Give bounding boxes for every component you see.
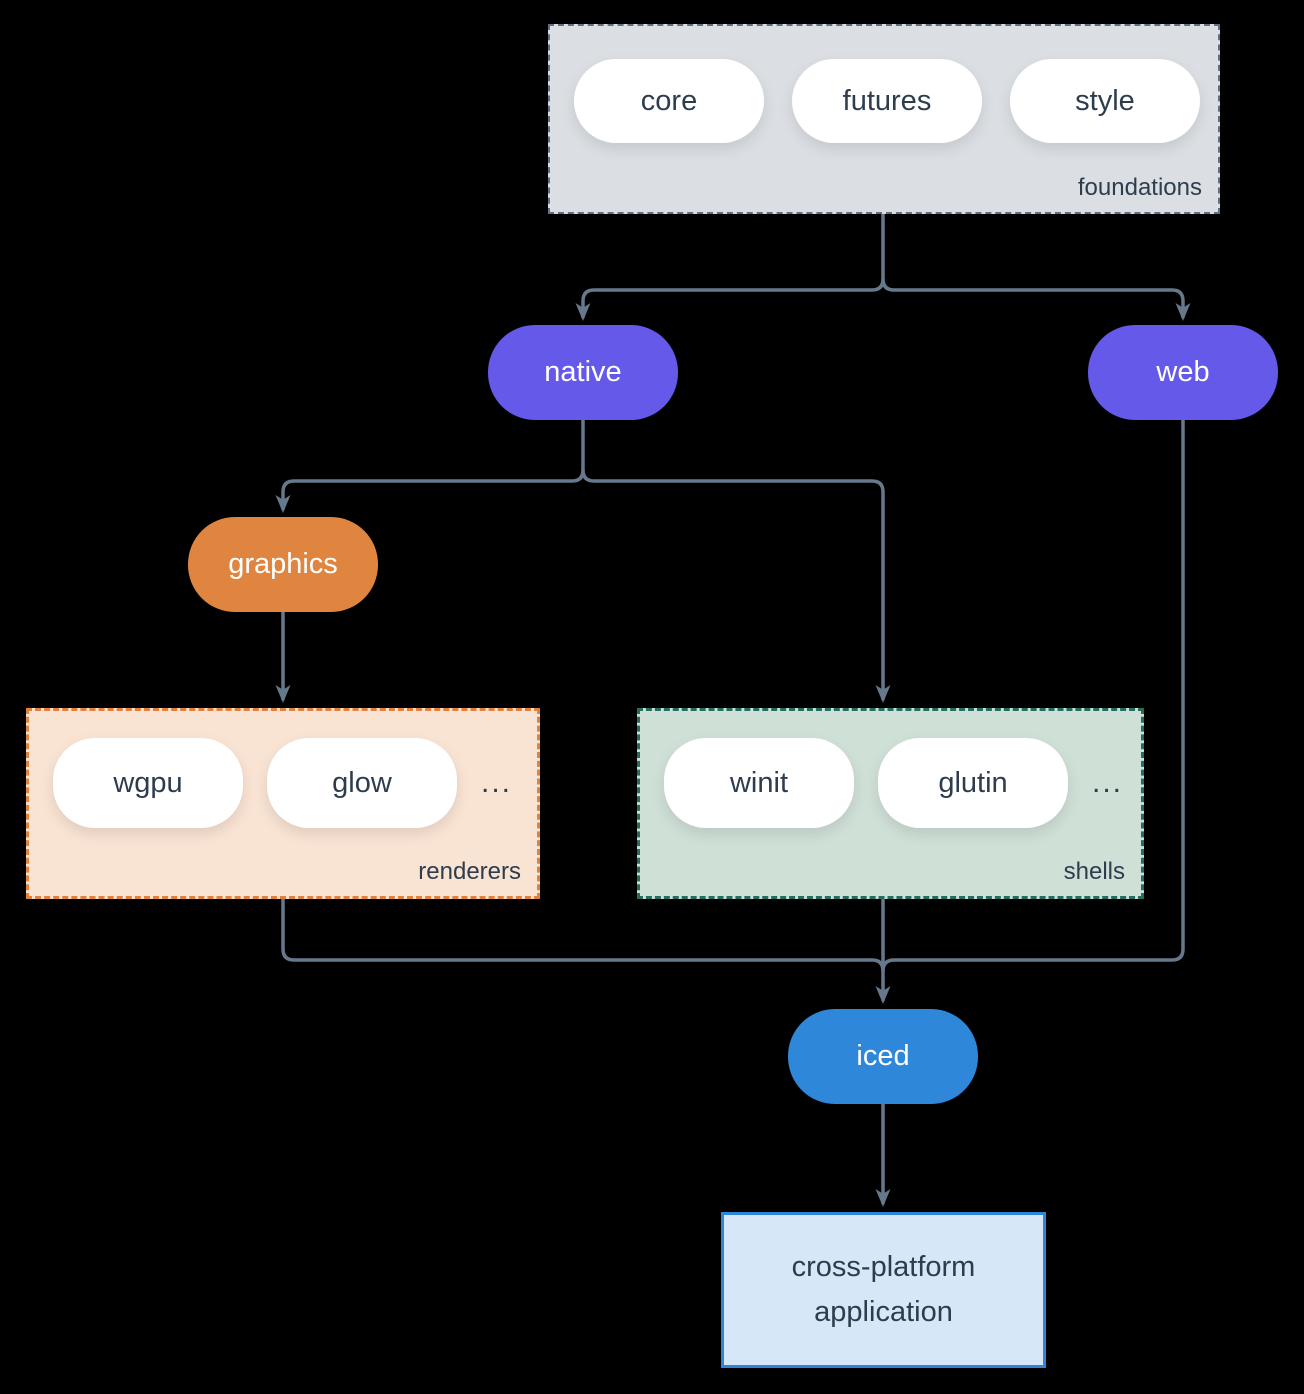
crate-core: core — [574, 59, 764, 143]
foundations-group: core futures style foundations — [548, 24, 1220, 214]
node-cross-platform-application: cross-platform application — [721, 1212, 1046, 1368]
crate-winit: winit — [664, 738, 854, 828]
node-web: web — [1088, 325, 1278, 420]
foundations-pills: core futures style — [574, 59, 1200, 143]
renderers-pills: wgpu glow ... — [53, 738, 512, 828]
shells-label: shells — [1063, 858, 1125, 885]
crate-style: style — [1010, 59, 1200, 143]
node-native: native — [488, 325, 678, 420]
foundations-label: foundations — [1077, 174, 1202, 201]
node-graphics: graphics — [188, 517, 378, 612]
edge-renderers-merge — [281, 899, 885, 972]
renderers-ellipsis: ... — [481, 766, 513, 799]
edge-foundations-web — [881, 278, 1191, 321]
shells-group: winit glutin ... shells — [637, 708, 1144, 899]
application-label-line2: application — [814, 1296, 953, 1328]
crate-wgpu: wgpu — [53, 738, 243, 828]
crate-glow: glow — [267, 738, 457, 828]
node-iced: iced — [788, 1009, 978, 1104]
shells-pills: winit glutin ... — [664, 738, 1123, 828]
application-label-line1: cross-platform — [791, 1251, 976, 1284]
edge-native-graphics — [275, 469, 585, 513]
crate-glutin: glutin — [878, 738, 1068, 828]
edge-foundations-native — [575, 278, 885, 321]
renderers-label: renderers — [418, 858, 521, 885]
renderers-group: wgpu glow ... renderers — [26, 708, 540, 899]
shells-ellipsis: ... — [1092, 766, 1124, 799]
crate-futures: futures — [792, 59, 982, 143]
edge-native-shells — [581, 469, 891, 703]
